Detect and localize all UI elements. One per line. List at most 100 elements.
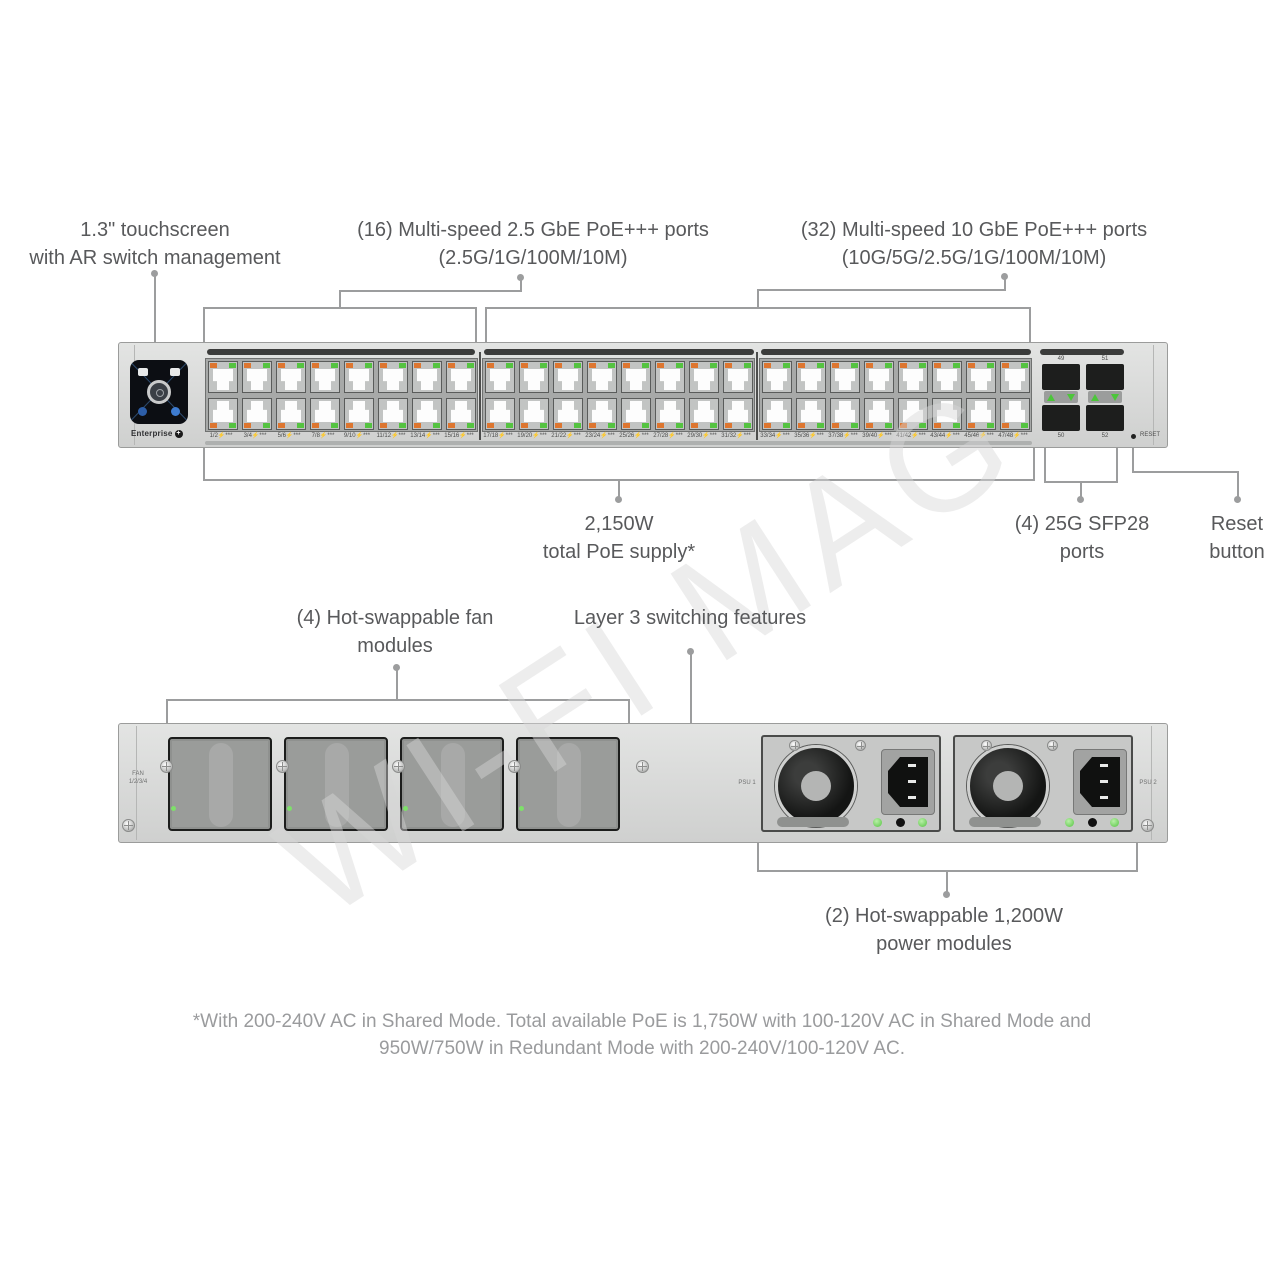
screw-icon xyxy=(789,740,800,751)
port-led-orange xyxy=(764,423,771,428)
fan-blade xyxy=(441,743,465,827)
port-led-orange xyxy=(798,423,805,428)
rj45-port xyxy=(932,361,962,393)
footnote: *With 200-240V AC in Shared Mode. Total … xyxy=(193,1008,1091,1062)
rj45-port xyxy=(587,361,617,393)
rj45-port xyxy=(344,398,374,430)
leader-dot xyxy=(151,270,158,277)
port-led-orange xyxy=(521,423,528,428)
rj45-port xyxy=(655,398,685,430)
rj45-port xyxy=(689,398,719,430)
port-pair-label: 15/16⚡*** xyxy=(444,433,474,439)
sfp-port-number: 50 xyxy=(1057,433,1065,439)
port-led-green xyxy=(987,363,994,368)
footnote-line2: 950W/750W in Redundant Mode with 200-240… xyxy=(379,1038,905,1059)
rj45-port xyxy=(655,361,685,393)
bracket-ports32 xyxy=(485,307,1031,309)
port-block-divider xyxy=(756,352,758,440)
screw-icon xyxy=(122,819,135,832)
rj45-port xyxy=(796,398,826,430)
rj45-jack xyxy=(247,369,267,390)
port-led-orange xyxy=(414,363,421,368)
port-led-orange xyxy=(210,363,217,368)
fan-module xyxy=(516,737,620,831)
rj45-port xyxy=(208,398,238,430)
port-led-orange xyxy=(866,363,873,368)
rj45-jack xyxy=(835,401,855,422)
sfp28-port-column xyxy=(1042,364,1080,432)
sfp28-cage[interactable] xyxy=(1042,405,1080,431)
bracket-psu xyxy=(757,870,1138,872)
port-pair-label: 3/4⚡*** xyxy=(243,433,267,439)
port-led-green xyxy=(467,423,474,428)
port-led-green xyxy=(608,423,615,428)
port-led-green xyxy=(676,363,683,368)
led-up-arrow-icon xyxy=(1091,393,1099,401)
rj45-port xyxy=(378,361,408,393)
sfp28-cage[interactable] xyxy=(1086,364,1124,390)
screw-icon xyxy=(855,740,866,751)
touchscreen-display[interactable] xyxy=(130,360,188,424)
port-led-orange xyxy=(555,363,562,368)
rj45-jack xyxy=(937,369,957,390)
port-led-green xyxy=(331,363,338,368)
leader-line xyxy=(339,290,341,308)
rj45-port xyxy=(689,361,719,393)
leader-dot xyxy=(687,648,694,655)
rj45-jack xyxy=(835,369,855,390)
port-pair-label: 29/30⚡*** xyxy=(687,433,717,439)
rj45-jack xyxy=(490,369,510,390)
leader-dot xyxy=(1077,496,1084,503)
rj45-port xyxy=(519,398,549,430)
screw-icon xyxy=(276,760,289,773)
reset-button[interactable] xyxy=(1131,434,1136,439)
psu-button[interactable] xyxy=(896,818,905,827)
rj45-jack xyxy=(767,401,787,422)
sfp28-cage[interactable] xyxy=(1086,405,1124,431)
leader-dot xyxy=(943,891,950,898)
port-pair-label: 17/18⚡*** xyxy=(483,433,513,439)
callout-poe: 2,150W total PoE supply* xyxy=(543,510,695,566)
rj45-port xyxy=(932,398,962,430)
bracket-ports16 xyxy=(203,307,205,342)
inlet-pin xyxy=(908,780,916,783)
rj45-jack xyxy=(281,369,301,390)
rj45-jack xyxy=(213,401,233,422)
sfp28-cage[interactable] xyxy=(1042,364,1080,390)
callout-ports16-line1: (16) Multi-speed 2.5 GbE PoE+++ ports xyxy=(357,219,709,241)
inlet-pin xyxy=(908,764,916,767)
rj45-jack xyxy=(524,369,544,390)
rj45-jack xyxy=(451,369,471,390)
port-pair-label: 27/28⚡*** xyxy=(653,433,683,439)
power-inlet xyxy=(881,749,935,815)
sfp-port-number: 52 xyxy=(1101,433,1109,439)
port-led-green xyxy=(953,423,960,428)
psu-status-led xyxy=(1110,818,1119,827)
screw-icon xyxy=(392,760,405,773)
port-led-green xyxy=(953,363,960,368)
port-pair-label: 9/10⚡*** xyxy=(343,433,371,439)
port-pair-label: 33/34⚡*** xyxy=(760,433,790,439)
rj45-jack xyxy=(315,401,335,422)
rack-ear-seam xyxy=(1153,345,1154,445)
rj45-port xyxy=(621,398,651,430)
port-led-green xyxy=(744,363,751,368)
port-led-orange xyxy=(934,363,941,368)
psu2-label: PSU 2 xyxy=(1139,780,1157,786)
port-pair-label: 23/24⚡*** xyxy=(585,433,615,439)
fan-status-led xyxy=(171,806,176,811)
rj45-jack xyxy=(558,369,578,390)
callout-reset: Reset button xyxy=(1209,510,1265,566)
leader-line xyxy=(946,872,948,892)
psu-button[interactable] xyxy=(1088,818,1097,827)
rj45-jack xyxy=(660,369,680,390)
port-led-orange xyxy=(968,423,975,428)
rj45-jack xyxy=(592,369,612,390)
rj45-port xyxy=(344,361,374,393)
ubiquiti-logo-icon: + xyxy=(174,429,183,438)
rj45-jack xyxy=(281,401,301,422)
rj45-port xyxy=(310,361,340,393)
settings-icon xyxy=(171,407,180,416)
rj45-port xyxy=(1000,398,1030,430)
rj45-jack xyxy=(417,401,437,422)
